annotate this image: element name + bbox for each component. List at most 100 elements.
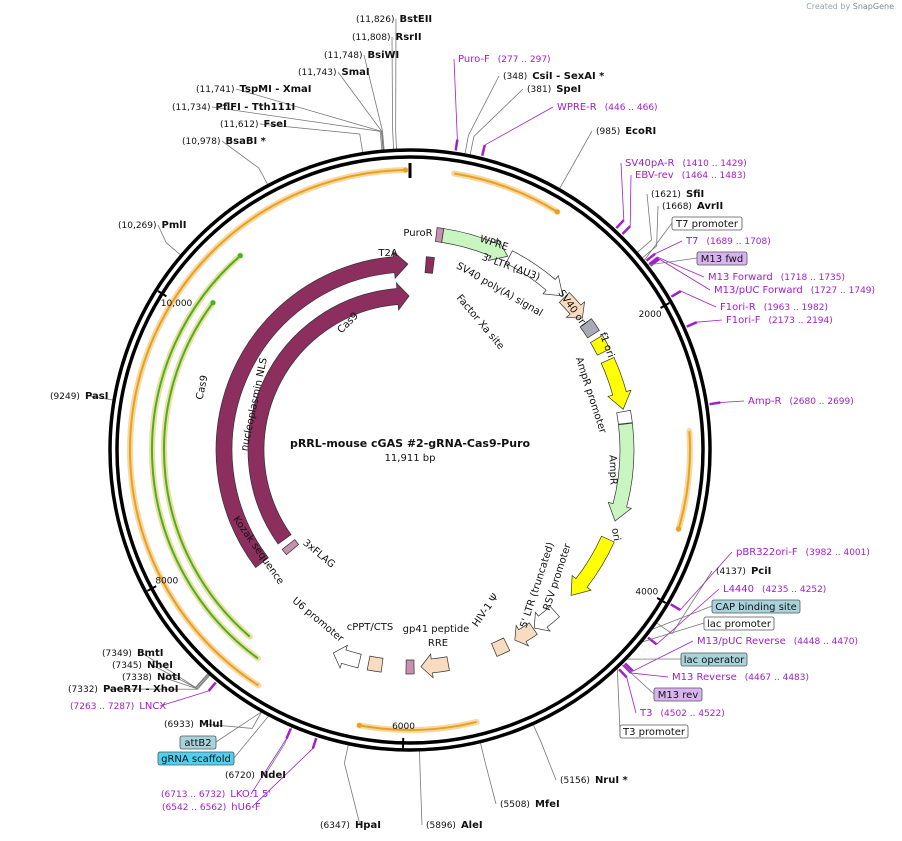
feature-arrow [332,644,362,669]
box-leader-line [620,663,655,695]
site-name: PciI [751,566,771,577]
primer-name: L4440 [723,584,754,595]
primer-leader-line [251,748,314,808]
tick-label: 2000 [639,310,662,320]
feature-arrow [424,256,435,274]
site-name: HpaI [355,820,381,831]
primer-name: T7 [685,236,698,247]
restriction-site-label: (11,734)PflFI - Tth111I [172,102,295,113]
restriction-site-label: (5156)NruI * [560,775,629,786]
backbone-inner-circle [115,155,705,745]
primer-mark [207,681,217,692]
site-position: (381) [527,85,551,95]
watermark-text: Created by [806,2,851,11]
tick-label: 4000 [635,588,658,598]
primer-position: (4502 .. 4522) [660,709,724,719]
site-name: MluI [199,719,223,730]
feature-label: T2A [377,248,397,259]
site-extra: - XmaI [272,84,312,95]
primer-name: T3 [639,708,652,719]
site-name: CsiI [532,71,552,82]
primer-label: M13 Forward(1718 .. 1735) [708,272,845,283]
primer-leader-line [250,738,287,795]
feature-box [157,751,235,766]
feature-arrow [616,409,633,425]
site-name: PasI [85,391,108,402]
primer-label: M13 Reverse(4467 .. 4483) [672,672,809,683]
feature-arrow [514,622,538,647]
primer-name: WPRE-R [557,102,597,113]
box-leader-line [215,710,263,743]
primer-position: (4448 .. 4470) [794,637,858,647]
site-name: AleI [461,820,483,831]
site-leader-line [636,193,652,254]
site-position: (9249) [50,392,80,402]
plasmid-name: pRRL-mouse cGAS #2-gRNA-Cas9-Puro [290,437,531,450]
primer-position: (6542 .. 6562) [162,803,226,813]
restriction-site-label: (11,741)TspMI - XmaI [196,84,312,95]
site-leader-line [479,741,497,805]
site-leader-line [343,743,361,826]
tick-label: 8000 [155,576,178,586]
site-position: (11,743) [298,68,337,78]
primer-mark [454,139,459,151]
feature-arrow [441,228,509,261]
orf-arrowhead [356,722,362,728]
primer-mark [686,321,698,328]
primer-position: (3982 .. 4001) [806,548,870,558]
orf-arrowhead [237,253,243,259]
feature-box-label: M13 fwd [701,254,743,265]
restriction-site-label: (1621)SfiI [651,189,704,200]
tick-label: 10,000 [161,299,193,309]
primer-label: (7263 .. 7287)LNCX [70,701,166,712]
site-position: (6933) [164,720,194,730]
primer-leader-line [632,640,694,672]
primer-label: M13/pUC Reverse(4448 .. 4470) [697,636,858,647]
site-name: BmtI [137,648,164,659]
site-position: (11,612) [220,120,259,130]
feature-arrow [405,659,415,675]
site-position: (11,808) [352,33,391,43]
primer-mark [709,401,721,406]
site-leader-line [363,54,385,152]
site-position: (11,748) [324,51,363,61]
feature-label: AmpR [606,455,618,485]
primer-leader-line [657,257,705,278]
primer-mark [621,225,632,235]
primer-label: Amp-R(2680 .. 2699) [748,396,854,407]
tick-mark [146,585,157,592]
orf-arrowhead [554,209,560,215]
backbone [108,148,712,752]
site-position: (7345) [112,661,142,671]
orf-arrowhead [402,167,408,173]
orf-arc [151,254,259,660]
restriction-site-label: (7345)NheI [112,660,173,671]
site-leader-line [532,723,557,781]
primer-name: Puro-F [458,54,490,65]
primer-leader-line [680,290,717,308]
site-position: (11,741) [196,85,235,95]
feature-box [179,735,217,750]
primer-position: (1727 .. 1749) [811,286,875,296]
orf-arc [163,302,251,638]
site-leader-line [107,674,212,690]
feature-arrow [533,605,561,632]
orf-arrowhead [676,526,682,532]
site-extra: - SexAI * [553,71,605,82]
feature-box-label: gRNA scaffold [161,754,231,765]
plasmid-length: 11,911 bp [385,453,436,464]
site-leader-line [419,749,423,826]
feature-box-label: T7 promoter [675,219,739,230]
orf-arrowhead [210,300,216,306]
site-leader-line [558,130,593,190]
primer-name: Amp-R [748,396,782,407]
feature-box [703,616,775,631]
primer-position: (1464 .. 1483) [682,171,746,181]
site-position: (1621) [651,190,681,200]
site-position: (6720) [225,771,255,781]
box-leader-line [649,605,713,631]
site-extra: - XhoI [142,684,179,695]
feature-arrow [589,334,611,356]
restriction-site-label: (1668)AvrII [662,201,723,212]
